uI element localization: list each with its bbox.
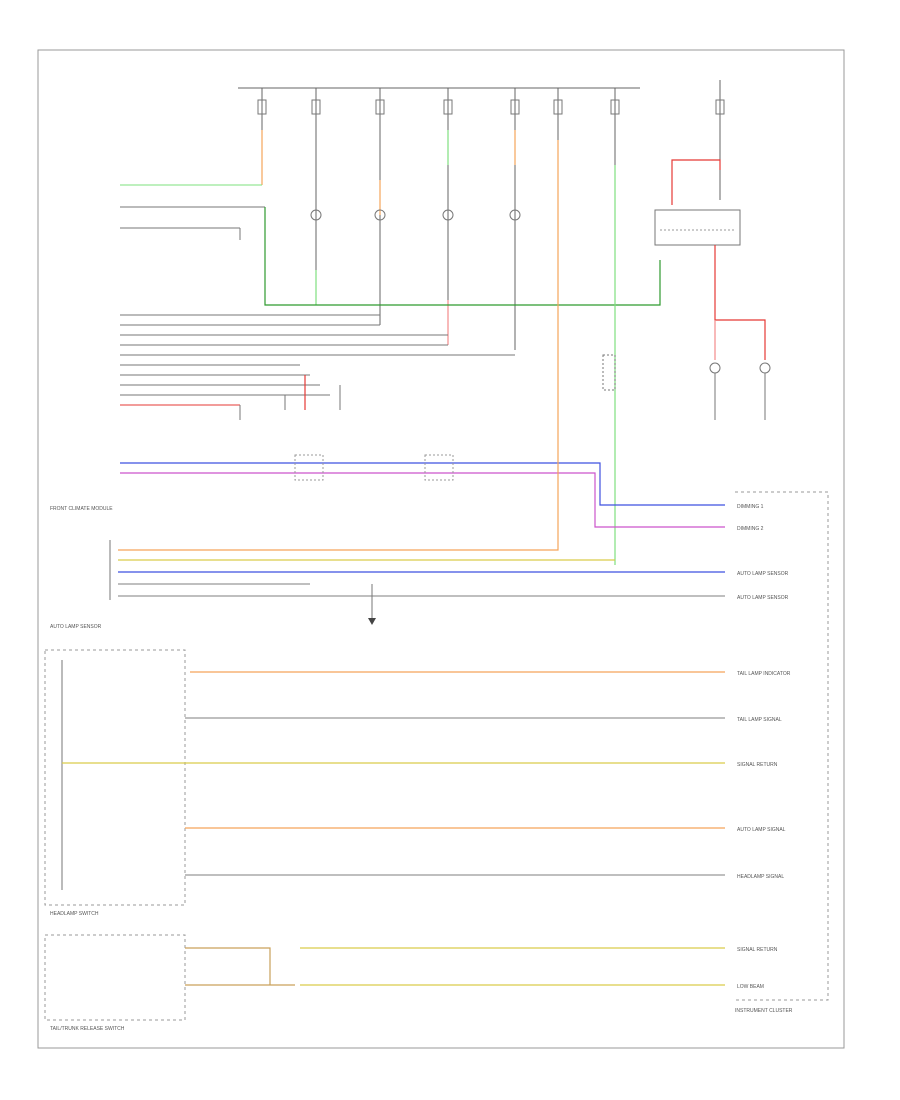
fuse-column-7 bbox=[610, 88, 620, 165]
label-signal-return-2: SIGNAL RETURN bbox=[737, 947, 778, 953]
wire-blue-dimming-1 bbox=[120, 462, 725, 506]
wire-red-relay bbox=[671, 159, 721, 205]
wire-purple-dimming-2 bbox=[120, 472, 725, 528]
fuse-column-6 bbox=[553, 88, 563, 140]
label-dimming-2: DIMMING 2 bbox=[737, 526, 764, 532]
lamp-row-upper bbox=[310, 209, 521, 221]
label-tail-lamp-signal: TAIL LAMP SIGNAL bbox=[737, 717, 782, 723]
cluster-bracket bbox=[735, 491, 829, 1001]
diagram-border bbox=[37, 49, 845, 1049]
label-tail-lamp-indicator: TAIL LAMP INDICATOR bbox=[737, 671, 791, 677]
section-headlamp-switch: HEADLAMP SWITCH bbox=[50, 911, 99, 917]
label-headlamp-signal: HEADLAMP SIGNAL bbox=[737, 874, 784, 880]
mid-connector-bundle bbox=[120, 314, 515, 420]
tail-trunk-switch-box bbox=[44, 934, 186, 1021]
climate-module-bus bbox=[109, 140, 725, 625]
wire-green-main bbox=[264, 207, 661, 306]
relay-box bbox=[654, 209, 741, 246]
lamp-row-right bbox=[709, 362, 771, 420]
section-front-climate-module: FRONT CLIMATE MODULE bbox=[50, 506, 113, 512]
side-module bbox=[602, 354, 616, 391]
upper-left-connector bbox=[120, 184, 265, 240]
label-auto-lamp-signal: AUTO LAMP SIGNAL bbox=[737, 827, 786, 833]
label-auto-lamp-sensor-b: AUTO LAMP SENSOR bbox=[737, 595, 789, 601]
fuse-row bbox=[238, 80, 725, 350]
section-tail-trunk-switch: TAIL/TRUNK RELEASE SWITCH bbox=[50, 1026, 125, 1032]
label-auto-lamp-sensor-a: AUTO LAMP SENSOR bbox=[737, 571, 789, 577]
section-instrument-cluster: INSTRUMENT CLUSTER bbox=[735, 1008, 793, 1014]
fuse-column-4 bbox=[443, 88, 453, 300]
headlamp-switch-box bbox=[44, 649, 186, 906]
label-low-beam: LOW BEAM bbox=[737, 984, 764, 990]
fuse-column-2 bbox=[311, 88, 321, 290]
label-signal-return: SIGNAL RETURN bbox=[737, 762, 778, 768]
label-dimming-1: DIMMING 1 bbox=[737, 504, 764, 510]
section-auto-lamp-sensor: AUTO LAMP SENSOR bbox=[50, 624, 102, 630]
fuse-column-8 bbox=[715, 80, 725, 200]
wire-red-right-lamps bbox=[714, 245, 766, 360]
